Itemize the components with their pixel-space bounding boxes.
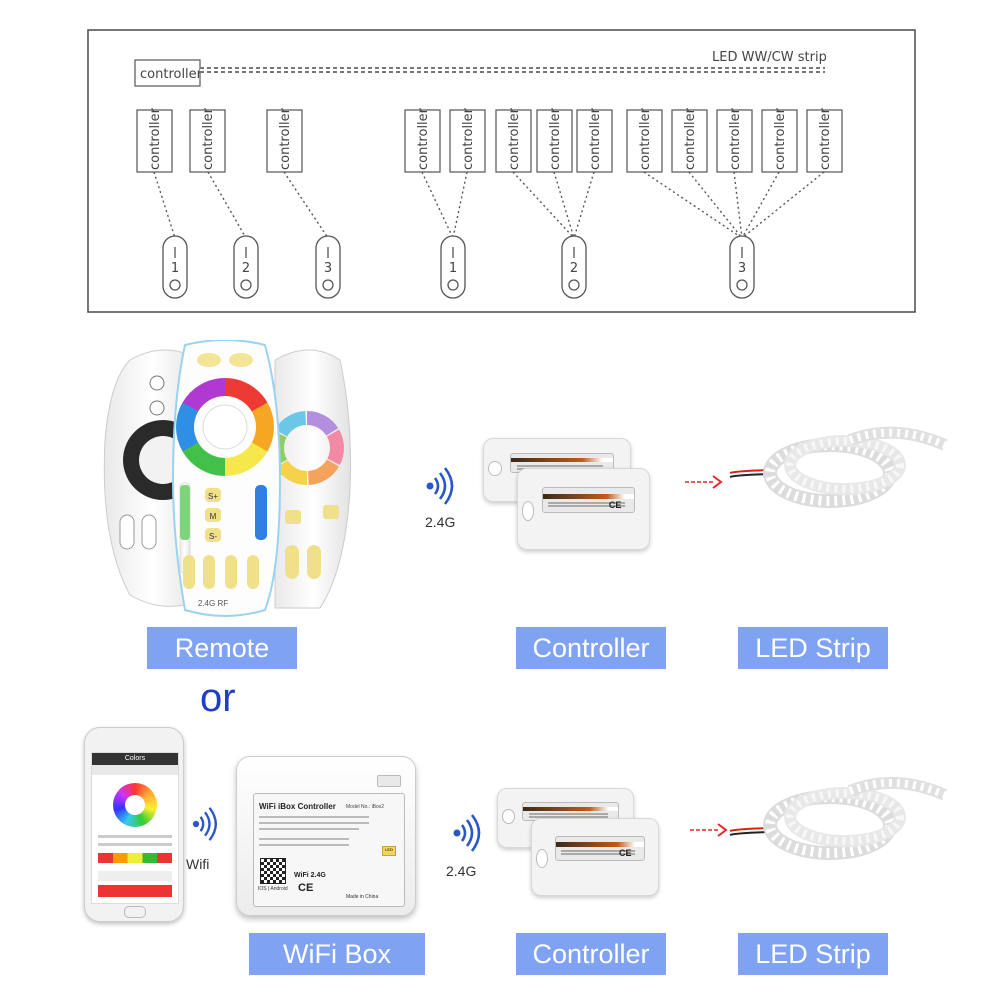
rf-remotes-photo: S+ M S- 2.4G RF [103, 340, 352, 617]
led-strip-photo [729, 426, 948, 508]
wifi-box-title: WiFi iBox Controller [259, 802, 336, 811]
zone-number: 3 [324, 261, 332, 276]
zone-controller [761, 109, 798, 173]
wifi-box-label: WiFi iBox Controller Model No.: iBox2 IO… [253, 793, 405, 907]
zone-controller-label: controller [728, 107, 743, 170]
wifi-box-made-in: Made in China [346, 894, 379, 900]
qr-code-icon [260, 858, 286, 884]
zone-number: 3 [738, 261, 746, 276]
zone-controller-label: controller [588, 107, 603, 170]
wifi-box-os: IOS | Android [258, 886, 288, 892]
signal-icon [426, 467, 454, 505]
arrow-icon [690, 823, 728, 837]
zone-controller-label: controller [461, 107, 476, 170]
label-led-strip: LED Strip [738, 933, 888, 975]
arrow-icon [685, 475, 723, 489]
signal-label: 2.4G [425, 514, 456, 530]
zone-controller [806, 109, 843, 173]
wifi-label: Wifi [186, 856, 210, 872]
schematic-frame [87, 29, 916, 313]
wifi-box-freq: WiFi 2.4G [294, 872, 326, 879]
label-controller: Controller [516, 627, 666, 669]
zone-controller-label: controller [638, 107, 653, 170]
strip-label: LED WW/CW strip [712, 50, 827, 65]
zone-controllers [136, 109, 843, 173]
zone-number: 1 [449, 261, 457, 276]
zone-controller [716, 109, 753, 173]
wifi-signal-icon [192, 807, 217, 841]
zone-controller [189, 109, 226, 173]
controller-device: CE [531, 818, 659, 896]
zone-controller-label: controller [278, 107, 293, 170]
button-m: M [210, 512, 217, 521]
zone-controller [449, 109, 486, 173]
zone-controller-label: controller [507, 107, 522, 170]
color-wheel-front [176, 378, 274, 476]
wifi-box-model: Model No.: iBox2 [346, 804, 385, 810]
signal-icon [453, 814, 481, 852]
zone-remote [315, 235, 341, 299]
zone-controller-label: controller [773, 107, 788, 170]
zone-remote [233, 235, 259, 299]
zone-remotes [162, 235, 755, 299]
zone-controller-label: controller [683, 107, 698, 170]
zone-controller [576, 109, 613, 173]
label-led-strip: LED Strip [738, 627, 888, 669]
zone-controller-label: controller [548, 107, 563, 170]
main-controller-label: controller [140, 67, 203, 82]
button-s-plus: S+ [208, 492, 218, 501]
led-strip-photo [729, 776, 948, 860]
zone-remote [561, 235, 587, 299]
phone-app-title: Colors [92, 753, 178, 765]
label-remote: Remote [147, 627, 297, 669]
zone-remote [729, 235, 755, 299]
zone-remote [162, 235, 188, 299]
main-controller-box [134, 59, 201, 87]
ce-mark-icon: CE [298, 882, 314, 894]
zone-controller [495, 109, 532, 173]
zone-controller [671, 109, 708, 173]
phone-screen: Colors [91, 752, 179, 904]
smartphone-photo: Colors [84, 727, 184, 922]
remote-rf-text: 2.4G RF [198, 599, 228, 608]
wifi-box-photo: WiFi iBox Controller Model No.: iBox2 IO… [236, 756, 416, 916]
rf-links [153, 171, 825, 239]
button-s-minus: S- [209, 532, 217, 541]
wifi-box-led-indicator: LED [382, 846, 396, 856]
zone-number: 2 [570, 261, 578, 276]
signal-label: 2.4G [446, 863, 477, 879]
phone-color-wheel [113, 783, 157, 827]
zone-remote [440, 235, 466, 299]
zone-controller-label: controller [201, 107, 216, 170]
zone-controller-label: controller [148, 107, 163, 170]
zone-wiring-schematic: controller LED WW/CW strip controller co… [87, 29, 916, 313]
zone-controller [536, 109, 573, 173]
zone-number: 1 [171, 261, 179, 276]
wifi-box-status-light [377, 775, 401, 787]
zone-number: 2 [242, 261, 250, 276]
zone-controller-label: controller [416, 107, 431, 170]
controller-device: CE [517, 468, 650, 550]
zone-controller-label: controller [818, 107, 833, 170]
zone-controller [266, 109, 303, 173]
label-controller: Controller [516, 933, 666, 975]
or-divider-text: or [200, 676, 236, 720]
label-wifi-box: WiFi Box [249, 933, 425, 975]
